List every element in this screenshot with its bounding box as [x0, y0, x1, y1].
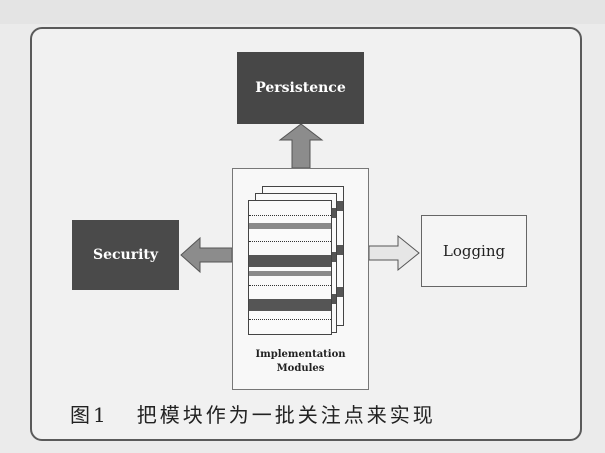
figure-caption-text: 把模块作为一批关注点来实现	[136, 403, 436, 427]
persistence-label: Persistence	[255, 80, 346, 96]
security-label: Security	[92, 247, 159, 263]
scan-margin	[0, 0, 605, 24]
arrow-to-persistence	[278, 123, 324, 169]
figure-caption: 图1 把模块作为一批关注点来实现	[70, 399, 540, 428]
logging-node: Logging	[421, 215, 527, 287]
arrow-to-security	[180, 236, 233, 274]
security-node: Security	[72, 220, 179, 290]
figure-number: 图1	[70, 403, 109, 427]
persistence-node: Persistence	[237, 52, 364, 124]
logging-label: Logging	[442, 242, 506, 260]
implementation-label-text: Implementation Modules	[255, 349, 346, 374]
module-sheet-front	[248, 200, 332, 335]
implementation-label: Implementation Modules	[232, 348, 369, 376]
arrow-to-logging	[368, 234, 420, 272]
